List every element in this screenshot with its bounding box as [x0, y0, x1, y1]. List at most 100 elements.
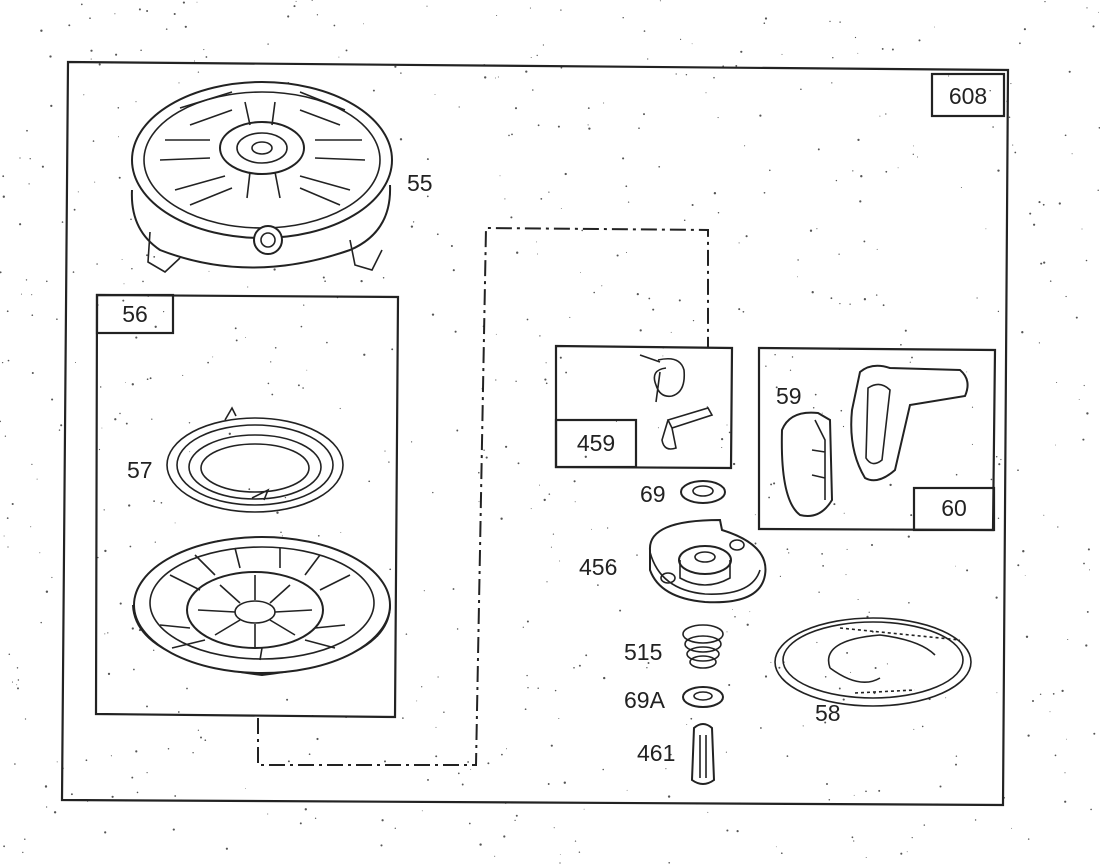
speckle: [675, 73, 677, 75]
speckle: [306, 369, 308, 371]
speckle: [1000, 458, 1002, 461]
speckle: [394, 65, 397, 68]
speckle: [1092, 25, 1095, 28]
speckle: [494, 77, 496, 79]
speckle: [193, 60, 196, 62]
speckle: [626, 789, 628, 791]
speckle: [457, 772, 460, 775]
speckle: [1031, 699, 1035, 703]
speckle: [913, 145, 915, 147]
speckle: [609, 563, 612, 566]
speckle: [207, 361, 209, 364]
speckle: [838, 253, 840, 255]
speckle: [857, 598, 859, 601]
speckle: [125, 422, 128, 425]
speckle: [212, 356, 214, 358]
speckle: [163, 311, 165, 313]
speckle: [812, 406, 815, 409]
speckle: [891, 48, 894, 51]
speckle: [639, 329, 642, 332]
speckle: [510, 216, 513, 219]
speckle: [467, 761, 469, 763]
speckle: [583, 808, 585, 810]
speckle: [746, 623, 749, 626]
speckle: [824, 676, 827, 678]
speckle: [11, 502, 14, 506]
speckle: [0, 420, 1, 423]
speckle: [17, 687, 19, 690]
speckle: [670, 753, 672, 756]
speckle: [740, 50, 743, 53]
rope-drawing: 58: [774, 617, 972, 726]
speckle: [497, 76, 499, 78]
speckle: [135, 101, 137, 103]
speckle: [643, 113, 645, 116]
speckle: [908, 602, 910, 604]
assembly-label-box: 608: [930, 72, 1006, 118]
speckle: [1038, 201, 1041, 204]
speckle: [410, 441, 413, 443]
speckle: [601, 285, 603, 287]
speckle: [1043, 514, 1045, 516]
speckle: [286, 698, 289, 701]
speckle: [0, 271, 2, 274]
speckle: [683, 219, 686, 221]
speckle: [643, 30, 646, 32]
speckle: [559, 560, 561, 562]
speckle: [828, 798, 831, 801]
speckle: [955, 565, 957, 567]
speckle: [998, 463, 1001, 466]
speckle: [530, 57, 532, 58]
label-housing: 55: [407, 170, 433, 196]
speckle: [50, 104, 53, 108]
speckle: [918, 39, 921, 42]
speckle: [188, 422, 191, 424]
speckle: [303, 304, 305, 306]
speckle: [153, 255, 156, 258]
speckle: [1017, 564, 1020, 567]
speckle: [995, 456, 998, 458]
speckle: [770, 483, 773, 486]
speckle: [775, 846, 777, 848]
speckle: [31, 371, 34, 375]
speckle: [527, 687, 529, 689]
speckle: [267, 43, 269, 45]
speckle: [391, 348, 394, 351]
speckle: [333, 24, 336, 27]
speckle: [146, 378, 149, 381]
speckle: [738, 308, 741, 311]
speckle: [17, 679, 20, 681]
speckle: [317, 534, 320, 537]
speckle: [662, 355, 664, 357]
speckle: [129, 545, 132, 548]
speckle: [1014, 151, 1017, 154]
speckle: [800, 88, 802, 91]
speckle: [192, 752, 194, 754]
speckle: [44, 785, 48, 788]
speckle: [1067, 638, 1069, 641]
speckle: [717, 211, 720, 214]
speckle: [985, 228, 987, 230]
speckle: [103, 509, 105, 511]
speckle: [564, 172, 567, 176]
speckle: [878, 789, 881, 792]
speckle: [153, 500, 155, 502]
speckle: [177, 711, 180, 713]
speckle: [736, 830, 739, 833]
speckle: [517, 462, 520, 465]
connector-dashed-line: [257, 226, 709, 766]
speckle: [426, 195, 429, 198]
speckle: [530, 508, 532, 510]
speckle: [726, 829, 729, 832]
speckle: [421, 810, 423, 812]
speckle: [647, 58, 649, 60]
pawl-kit-box: 459: [554, 344, 734, 470]
speckle: [345, 49, 348, 52]
speckle: [506, 748, 507, 750]
speckle: [80, 3, 83, 6]
speckle: [797, 259, 799, 261]
speckle: [764, 675, 768, 678]
speckle: [1044, 0, 1046, 3]
speckle: [311, 0, 313, 1]
